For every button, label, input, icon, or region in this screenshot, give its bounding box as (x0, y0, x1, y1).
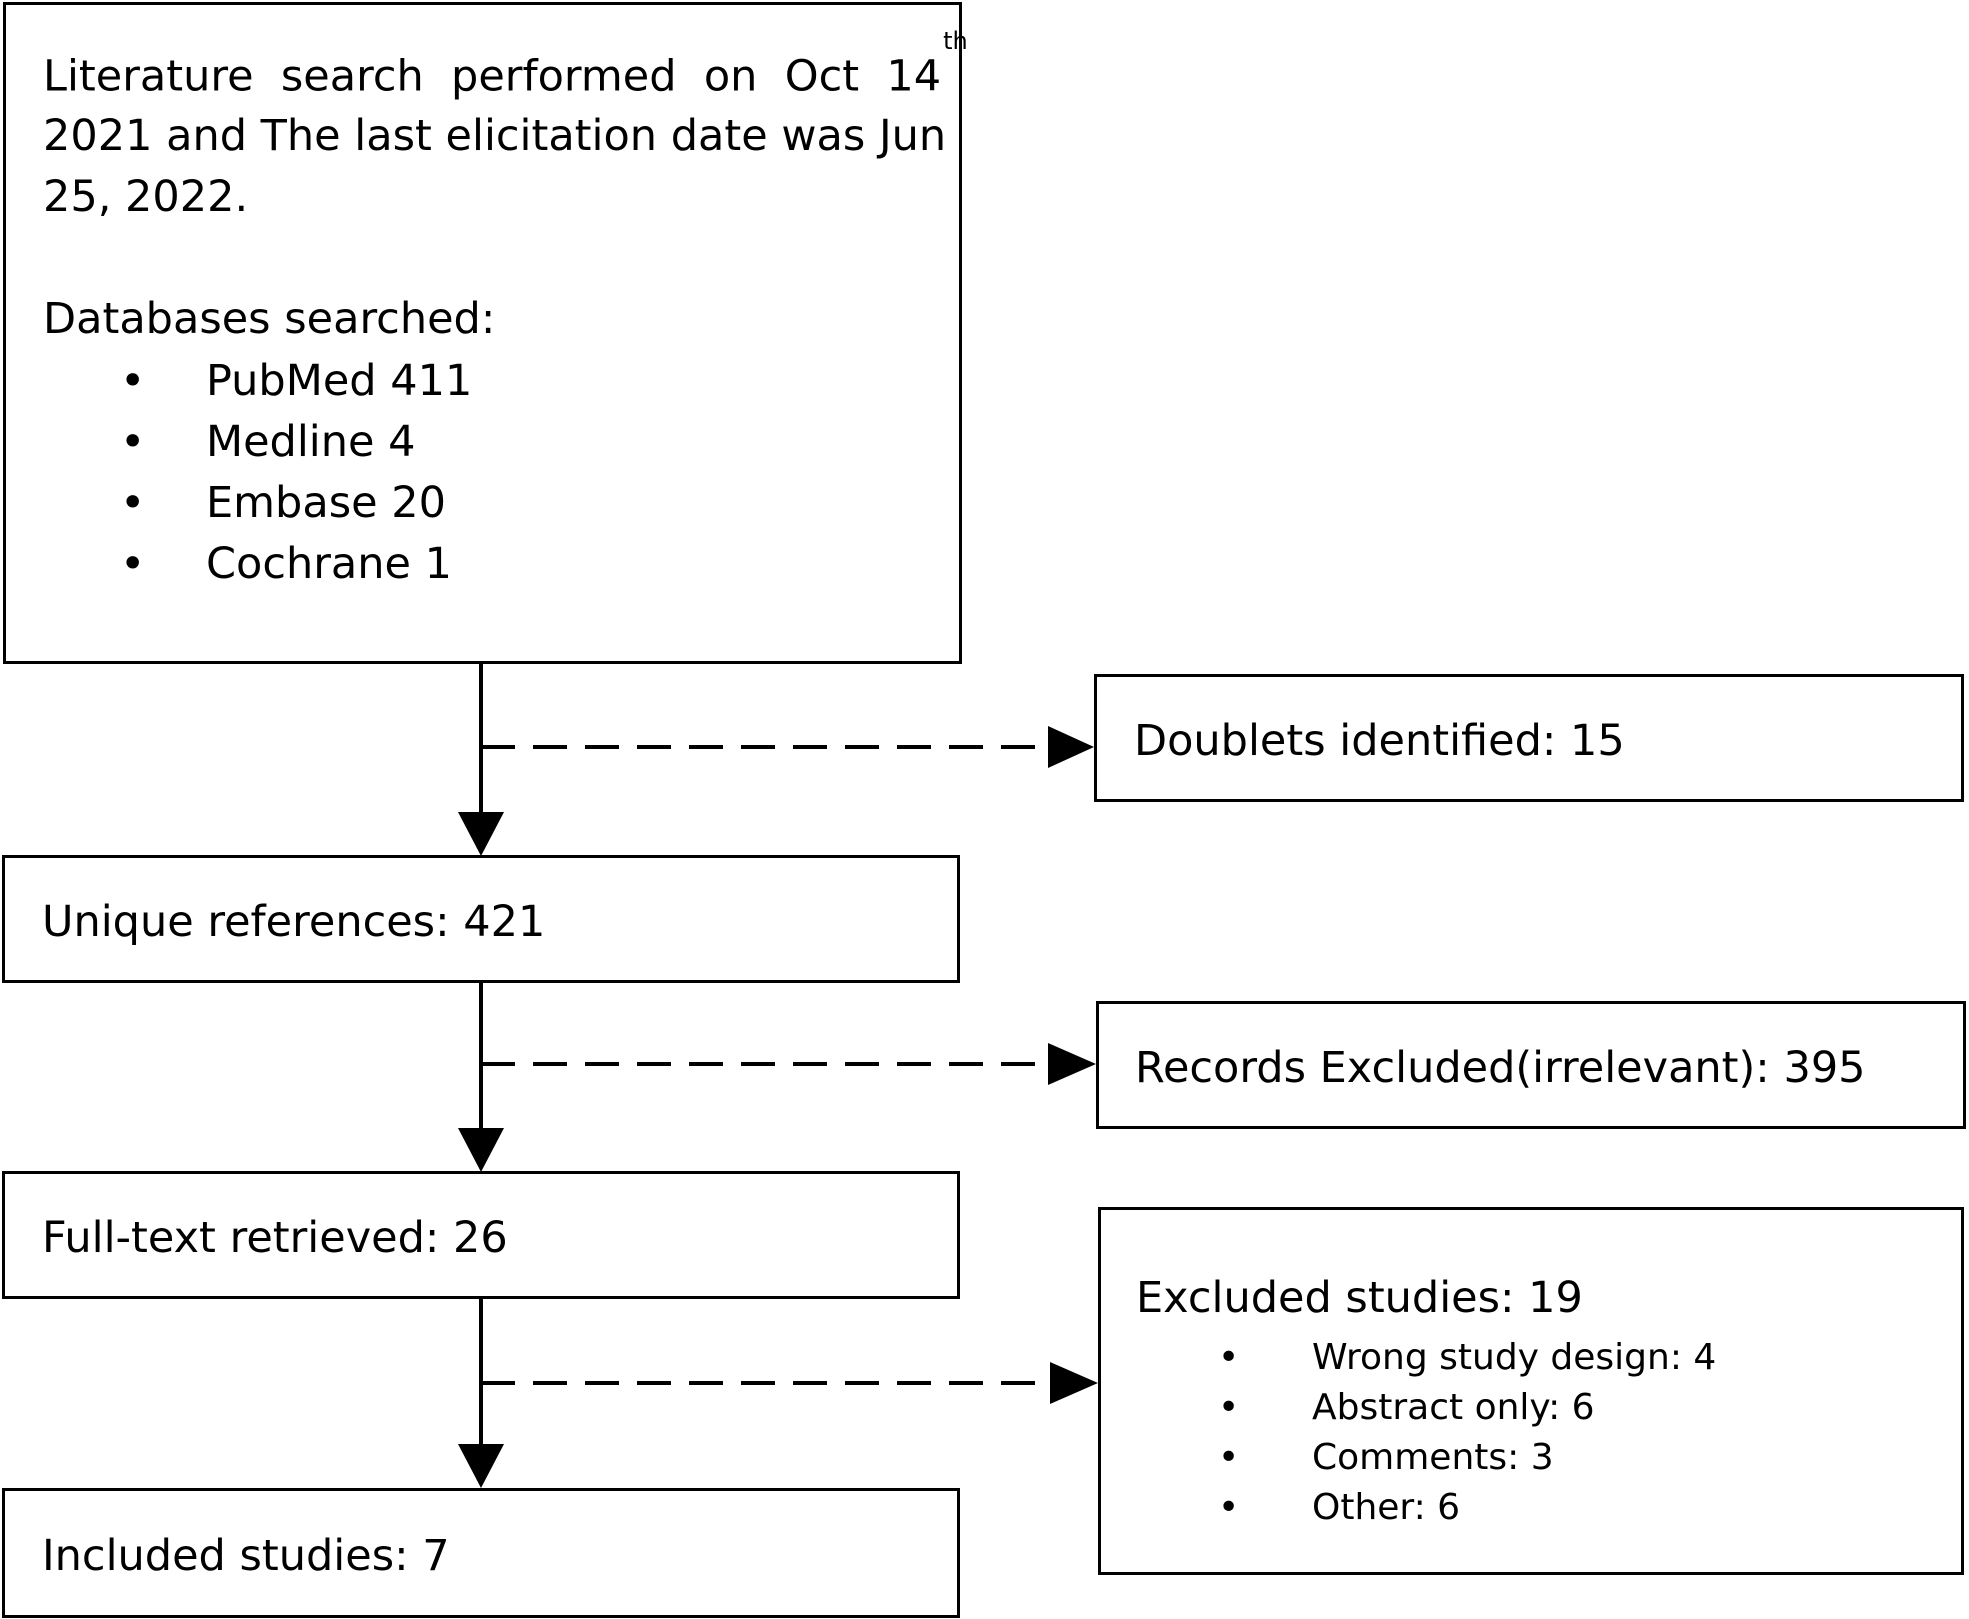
exclusion-reason-label: Wrong study design: 4 (1312, 1337, 1717, 1378)
database-label: PubMed 411 (206, 356, 473, 406)
fulltext-retrieved-box: Full-text retrieved: 26 (2, 1171, 960, 1299)
doublets-label: Doublets identified: 15 (1134, 716, 1625, 766)
main-flow-arrowheads (458, 812, 504, 1488)
exclusion-reason-label: Other: 6 (1312, 1487, 1461, 1528)
bullet-icon: • (120, 417, 146, 467)
excluded-studies-heading: Excluded studies: 19 (1136, 1273, 1583, 1323)
ordinal-suffix: th (943, 27, 968, 55)
search-text-line-3: 25, 2022. (43, 172, 249, 222)
bullet-icon: • (120, 478, 146, 528)
bullet-icon: • (1218, 1337, 1240, 1378)
search-date-text: Literature search performed on Oct 14 (43, 51, 942, 102)
excluded-studies-box: Excluded studies: 19 • Wrong study desig… (1098, 1207, 1964, 1575)
unique-references-label: Unique references: 421 (42, 897, 546, 947)
doublets-box: Doublets identified: 15 (1094, 674, 1964, 802)
records-excluded-box: Records Excluded(irrelevant): 395 (1096, 1001, 1966, 1129)
bullet-icon: • (1218, 1387, 1240, 1428)
fulltext-retrieved-label: Full-text retrieved: 26 (42, 1213, 508, 1263)
search-text-line-2: 2021 and The last elicitation date was J… (43, 111, 947, 161)
included-studies-box: Included studies: 7 (2, 1488, 960, 1618)
databases-heading: Databases searched: (43, 294, 496, 344)
database-label: Cochrane 1 (206, 539, 452, 589)
search-text-line-1: Literature search performed on Oct 14th (43, 29, 968, 98)
exclusion-dashed-arrows (481, 745, 1052, 1385)
literature-search-box: Literature search performed on Oct 14th … (3, 2, 968, 664)
bullet-icon: • (1218, 1487, 1240, 1528)
database-label: Embase 20 (206, 478, 446, 528)
exclusion-reason-label: Comments: 3 (1312, 1437, 1554, 1478)
database-label: Medline 4 (206, 417, 416, 467)
unique-references-box: Unique references: 421 (2, 855, 960, 983)
included-studies-label: Included studies: 7 (42, 1531, 450, 1581)
bullet-icon: • (120, 356, 146, 406)
bullet-icon: • (1218, 1437, 1240, 1478)
exclusion-arrowheads (1048, 726, 1098, 1404)
bullet-icon: • (120, 539, 146, 589)
exclusion-reason-label: Abstract only: 6 (1312, 1387, 1595, 1428)
records-excluded-label: Records Excluded(irrelevant): 395 (1135, 1043, 1866, 1093)
